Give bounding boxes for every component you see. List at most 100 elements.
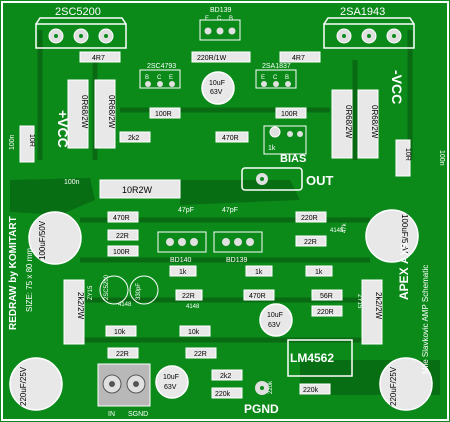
svg-text:330pF: 330pF bbox=[136, 283, 142, 300]
svg-text:2k2: 2k2 bbox=[128, 135, 139, 142]
q-right-label: 2SA1943 bbox=[340, 6, 385, 18]
svg-text:B: B bbox=[229, 16, 233, 22]
svg-text:220R: 220R bbox=[317, 309, 334, 316]
svg-text:22R: 22R bbox=[116, 351, 129, 358]
svg-text:22R: 22R bbox=[194, 351, 207, 358]
c-10uf-top: 10uF 63V bbox=[201, 71, 235, 105]
r-22r-b2: 22R bbox=[185, 347, 217, 359]
r-220r-1w: 220R/1W bbox=[191, 51, 251, 63]
r-10r2w: 100n 10R2W bbox=[64, 179, 181, 199]
svg-text:10k: 10k bbox=[114, 329, 126, 336]
c-47pf-2: 47pF bbox=[222, 207, 238, 214]
bd140: BD140 bbox=[157, 231, 207, 264]
svg-text:E: E bbox=[205, 16, 209, 22]
c-10uf-mid: 10uF 63V bbox=[259, 303, 293, 337]
r-47k: 47k bbox=[342, 222, 348, 233]
svg-text:470R: 470R bbox=[113, 215, 130, 222]
svg-text:10uF: 10uF bbox=[267, 312, 283, 319]
brand-logo: APEX bbox=[397, 267, 411, 300]
input-terminal: IN SGND bbox=[97, 363, 151, 418]
r-0r68-2: 0R68/2W bbox=[94, 79, 116, 149]
r-470r-left: 470R bbox=[107, 211, 139, 223]
r-22r-left: 22R bbox=[107, 229, 139, 241]
svg-text:C: C bbox=[217, 16, 222, 22]
q-2sc4793: 2SC4793 B C E bbox=[139, 63, 181, 89]
svg-text:BD139: BD139 bbox=[226, 257, 248, 264]
redraw-credit: REDRAW by KOMITART bbox=[8, 216, 19, 330]
r-4r7-left: 4R7 bbox=[79, 51, 121, 63]
d-4148-1: 4148 bbox=[330, 228, 344, 234]
svg-text:10k: 10k bbox=[188, 329, 200, 336]
r-470r: 470R bbox=[215, 131, 249, 143]
svg-text:10R: 10R bbox=[28, 134, 35, 147]
svg-text:220k: 220k bbox=[303, 387, 319, 394]
svg-text:0R68/2W: 0R68/2W bbox=[344, 105, 353, 139]
r-22r-mid: 22R bbox=[175, 289, 203, 301]
r-220r-right: 220R bbox=[295, 211, 327, 223]
board-size: SIZE: 75 x 80 mm bbox=[25, 248, 34, 312]
in-label: IN bbox=[108, 411, 115, 418]
r-4r7-right: 4R7 bbox=[279, 51, 321, 63]
r-100r-left: 100R bbox=[107, 245, 139, 257]
r-10r-left: 10R bbox=[19, 125, 35, 163]
svg-text:22R: 22R bbox=[116, 233, 129, 240]
svg-text:220R: 220R bbox=[301, 215, 318, 222]
svg-text:22R: 22R bbox=[304, 239, 317, 246]
svg-text:2k2/2W: 2k2/2W bbox=[76, 292, 85, 320]
r-100r-b: 100R bbox=[275, 107, 307, 119]
svg-text:C: C bbox=[157, 75, 162, 81]
bd139-top: BD139 E C B bbox=[199, 7, 241, 41]
svg-text:10uF: 10uF bbox=[163, 374, 179, 381]
svg-text:100R: 100R bbox=[113, 249, 130, 256]
svg-text:100R: 100R bbox=[155, 111, 172, 118]
svg-text:BD140: BD140 bbox=[170, 257, 192, 264]
svg-text:220uF/25V: 220uF/25V bbox=[389, 366, 398, 406]
svg-text:B: B bbox=[285, 75, 289, 81]
out-label: OUT bbox=[306, 173, 334, 188]
r-220k-right: 220k bbox=[299, 383, 331, 395]
svg-text:100R: 100R bbox=[281, 111, 298, 118]
c-100uf-left: 100uF/50V bbox=[28, 211, 82, 265]
r-100r-a: 100R bbox=[149, 107, 181, 119]
r-2k2-2w-right: 2k2/2W bbox=[361, 279, 383, 345]
svg-text:E: E bbox=[261, 75, 265, 81]
svg-text:100n: 100n bbox=[64, 179, 80, 186]
bias-label: BIAS bbox=[280, 153, 306, 165]
bias-trimmer: 1k BIAS bbox=[263, 125, 307, 165]
r-22r-b1: 22R bbox=[107, 347, 139, 359]
svg-text:C: C bbox=[273, 75, 278, 81]
ic-lm4562: LM4562 bbox=[287, 339, 353, 377]
svg-text:470R: 470R bbox=[249, 293, 266, 300]
c-100n-left: 100n bbox=[9, 134, 16, 150]
svg-text:220k: 220k bbox=[215, 391, 231, 398]
svg-text:0R68/2W: 0R68/2W bbox=[107, 95, 116, 129]
svg-text:220uF/25V: 220uF/25V bbox=[19, 366, 28, 406]
r-2k2: 2k2 bbox=[119, 131, 151, 143]
c-10uf-bottom: 10uF 63V bbox=[155, 365, 189, 399]
svg-text:4R7: 4R7 bbox=[92, 55, 105, 62]
q-pair-left: 2SC5200 330pF bbox=[99, 274, 159, 305]
svg-text:63V: 63V bbox=[164, 384, 177, 391]
r-22r-right: 22R bbox=[295, 235, 327, 247]
r-10r-right: 10R bbox=[395, 139, 411, 177]
vcc-negative-label: -VCC bbox=[389, 70, 405, 104]
r-56r: 56R bbox=[311, 289, 343, 301]
author-label: Mile Slavkovic AMP Schematic bbox=[421, 265, 430, 374]
r-0r68-4: 0R68/2W bbox=[357, 89, 379, 159]
svg-text:22R: 22R bbox=[182, 293, 195, 300]
out-terminal: OUT bbox=[241, 167, 334, 191]
r-2k2-2w-left: 2k2/2W bbox=[63, 279, 85, 345]
q-2sc5200: 2SC5200 bbox=[35, 6, 127, 49]
svg-text:470R: 470R bbox=[222, 135, 239, 142]
zy15-right: ZY15 bbox=[356, 294, 362, 309]
svg-text:2k2: 2k2 bbox=[220, 373, 231, 380]
r-2k2-bottom: 2k2 bbox=[211, 369, 243, 381]
svg-text:0R68/2W: 0R68/2W bbox=[370, 105, 379, 139]
q-2sa1837: 2SA1837 E C B bbox=[255, 63, 297, 89]
r-1k-row: 1k 1k 1k bbox=[169, 265, 333, 277]
svg-text:B: B bbox=[145, 75, 149, 81]
model-label: AX9 bbox=[399, 243, 411, 264]
c-47pf-1: 47pF bbox=[178, 207, 194, 214]
